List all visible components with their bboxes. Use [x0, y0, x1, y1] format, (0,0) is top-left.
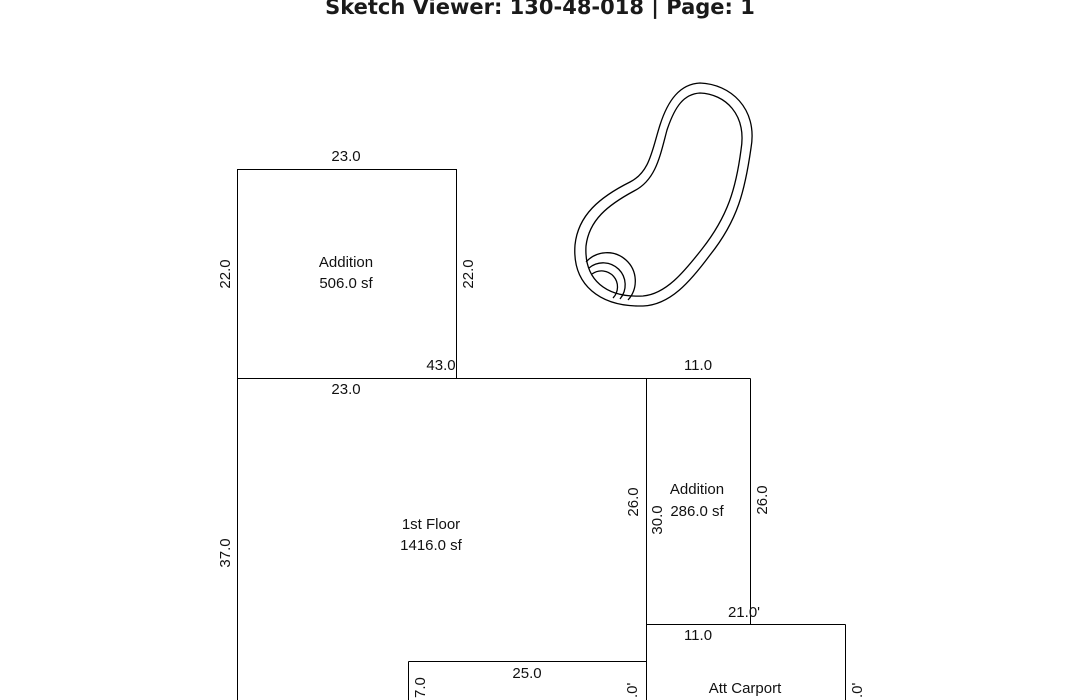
dim-floor-top: 23.0	[331, 381, 360, 398]
area-size-addition-top: 506.0 sf	[319, 275, 373, 292]
addition-right-outline	[646, 378, 846, 625]
bottom-section-outline	[408, 661, 647, 700]
dim-bottom-left-partial: 7.0	[412, 677, 429, 698]
pool-shape	[574, 82, 753, 307]
area-size-addition-right: 286.0 sf	[670, 503, 724, 520]
dim-addition-right-width: 11.0	[684, 357, 712, 374]
dim-floor-left: 37.0	[217, 538, 234, 567]
dim-carport-width: 11.0	[684, 627, 712, 644]
dim-addition-top-right: 22.0	[460, 259, 477, 288]
dim-addition-top-left: 22.0	[217, 259, 234, 288]
area-size-first-floor: 1416.0 sf	[400, 537, 463, 554]
dim-bottom-width: 25.0	[512, 665, 541, 682]
dim-addition-right-right: 26.0	[754, 485, 771, 514]
dim-carport-right-partial: .0'	[849, 682, 866, 698]
addition-top-outline	[237, 169, 457, 379]
dim-addition-top-width: 23.0	[331, 148, 360, 165]
dim-addition-right-left: 26.0	[625, 487, 642, 516]
first-floor-outline	[237, 378, 751, 700]
dim-floor-top-right: 43.0	[426, 357, 455, 374]
dim-carport-top-right: 21.0'	[728, 604, 760, 621]
page-title: Sketch Viewer: 130-48-018 | Page: 1	[325, 0, 755, 19]
area-label-first-floor: 1st Floor	[402, 516, 460, 533]
dim-bottom-mid-partial: .0'	[624, 682, 641, 698]
dim-inner-30: 30.0	[649, 505, 666, 534]
area-label-addition-right: Addition	[670, 481, 724, 498]
area-label-carport: Att Carport	[709, 680, 782, 697]
area-label-addition-top: Addition	[319, 254, 373, 271]
